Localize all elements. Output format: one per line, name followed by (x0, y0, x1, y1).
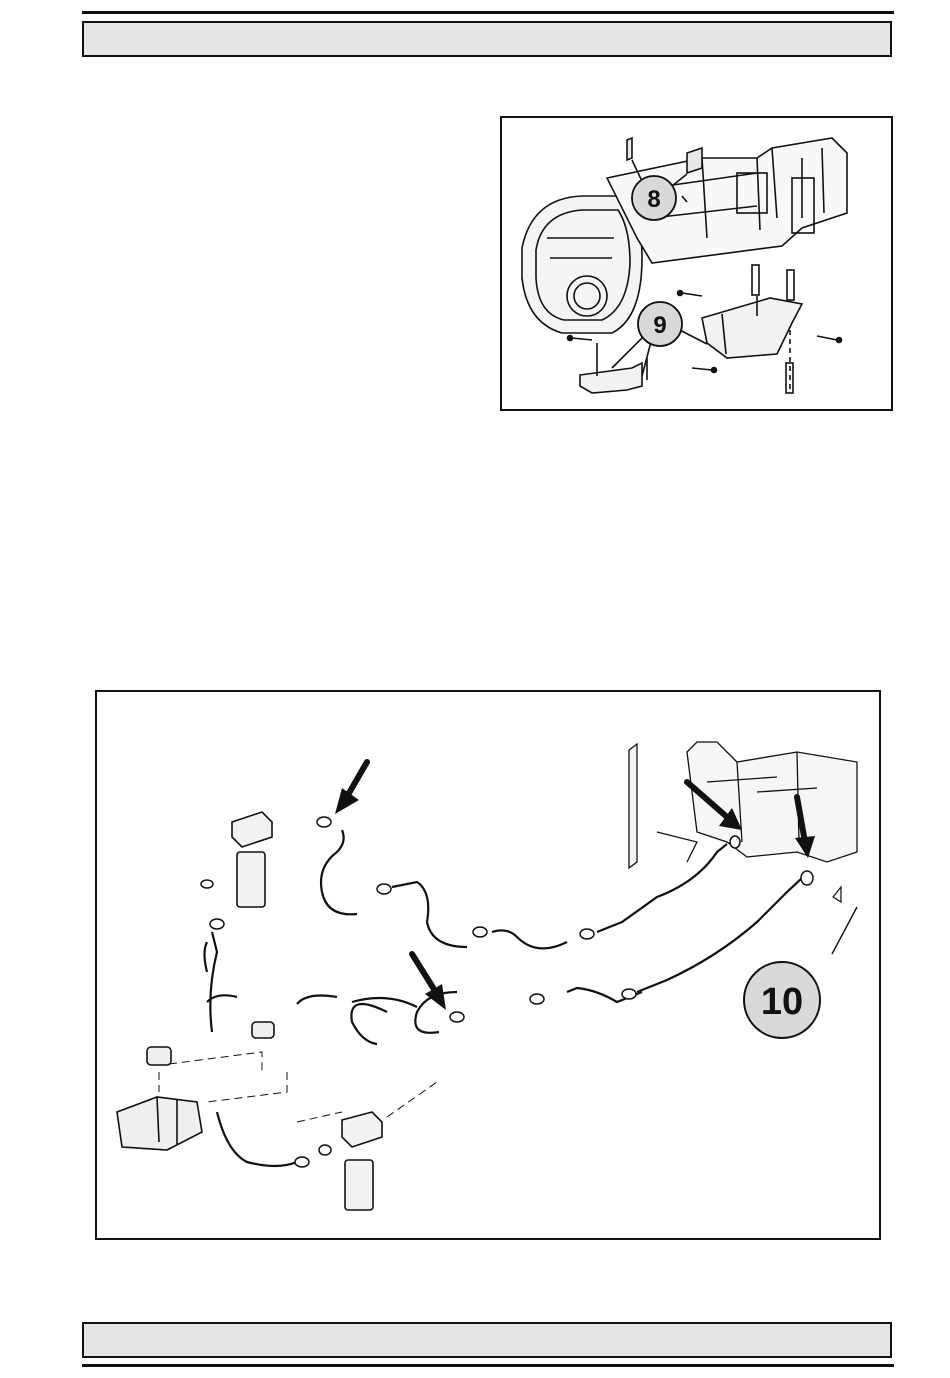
transmission-illustration: 8 9 (502, 118, 891, 409)
callout-8-label: 8 (647, 186, 660, 213)
callout-9: 9 (638, 302, 682, 346)
hose-routing-illustration: 10 (97, 692, 879, 1238)
footer-band (82, 1322, 892, 1358)
hydraulic-pump (117, 1022, 274, 1150)
figure-bottom: 10 (95, 690, 881, 1240)
callout-10-label: 10 (761, 981, 803, 1023)
header-rule (82, 11, 894, 14)
header-band (82, 21, 892, 57)
callout-10: 10 (744, 962, 820, 1038)
footer-rule (82, 1364, 894, 1367)
figure-top: 8 9 (500, 116, 893, 411)
callout-8: 8 (632, 176, 676, 220)
callout-9-label: 9 (653, 312, 666, 339)
filter-lower (342, 1112, 382, 1210)
filter-upper (232, 812, 272, 907)
